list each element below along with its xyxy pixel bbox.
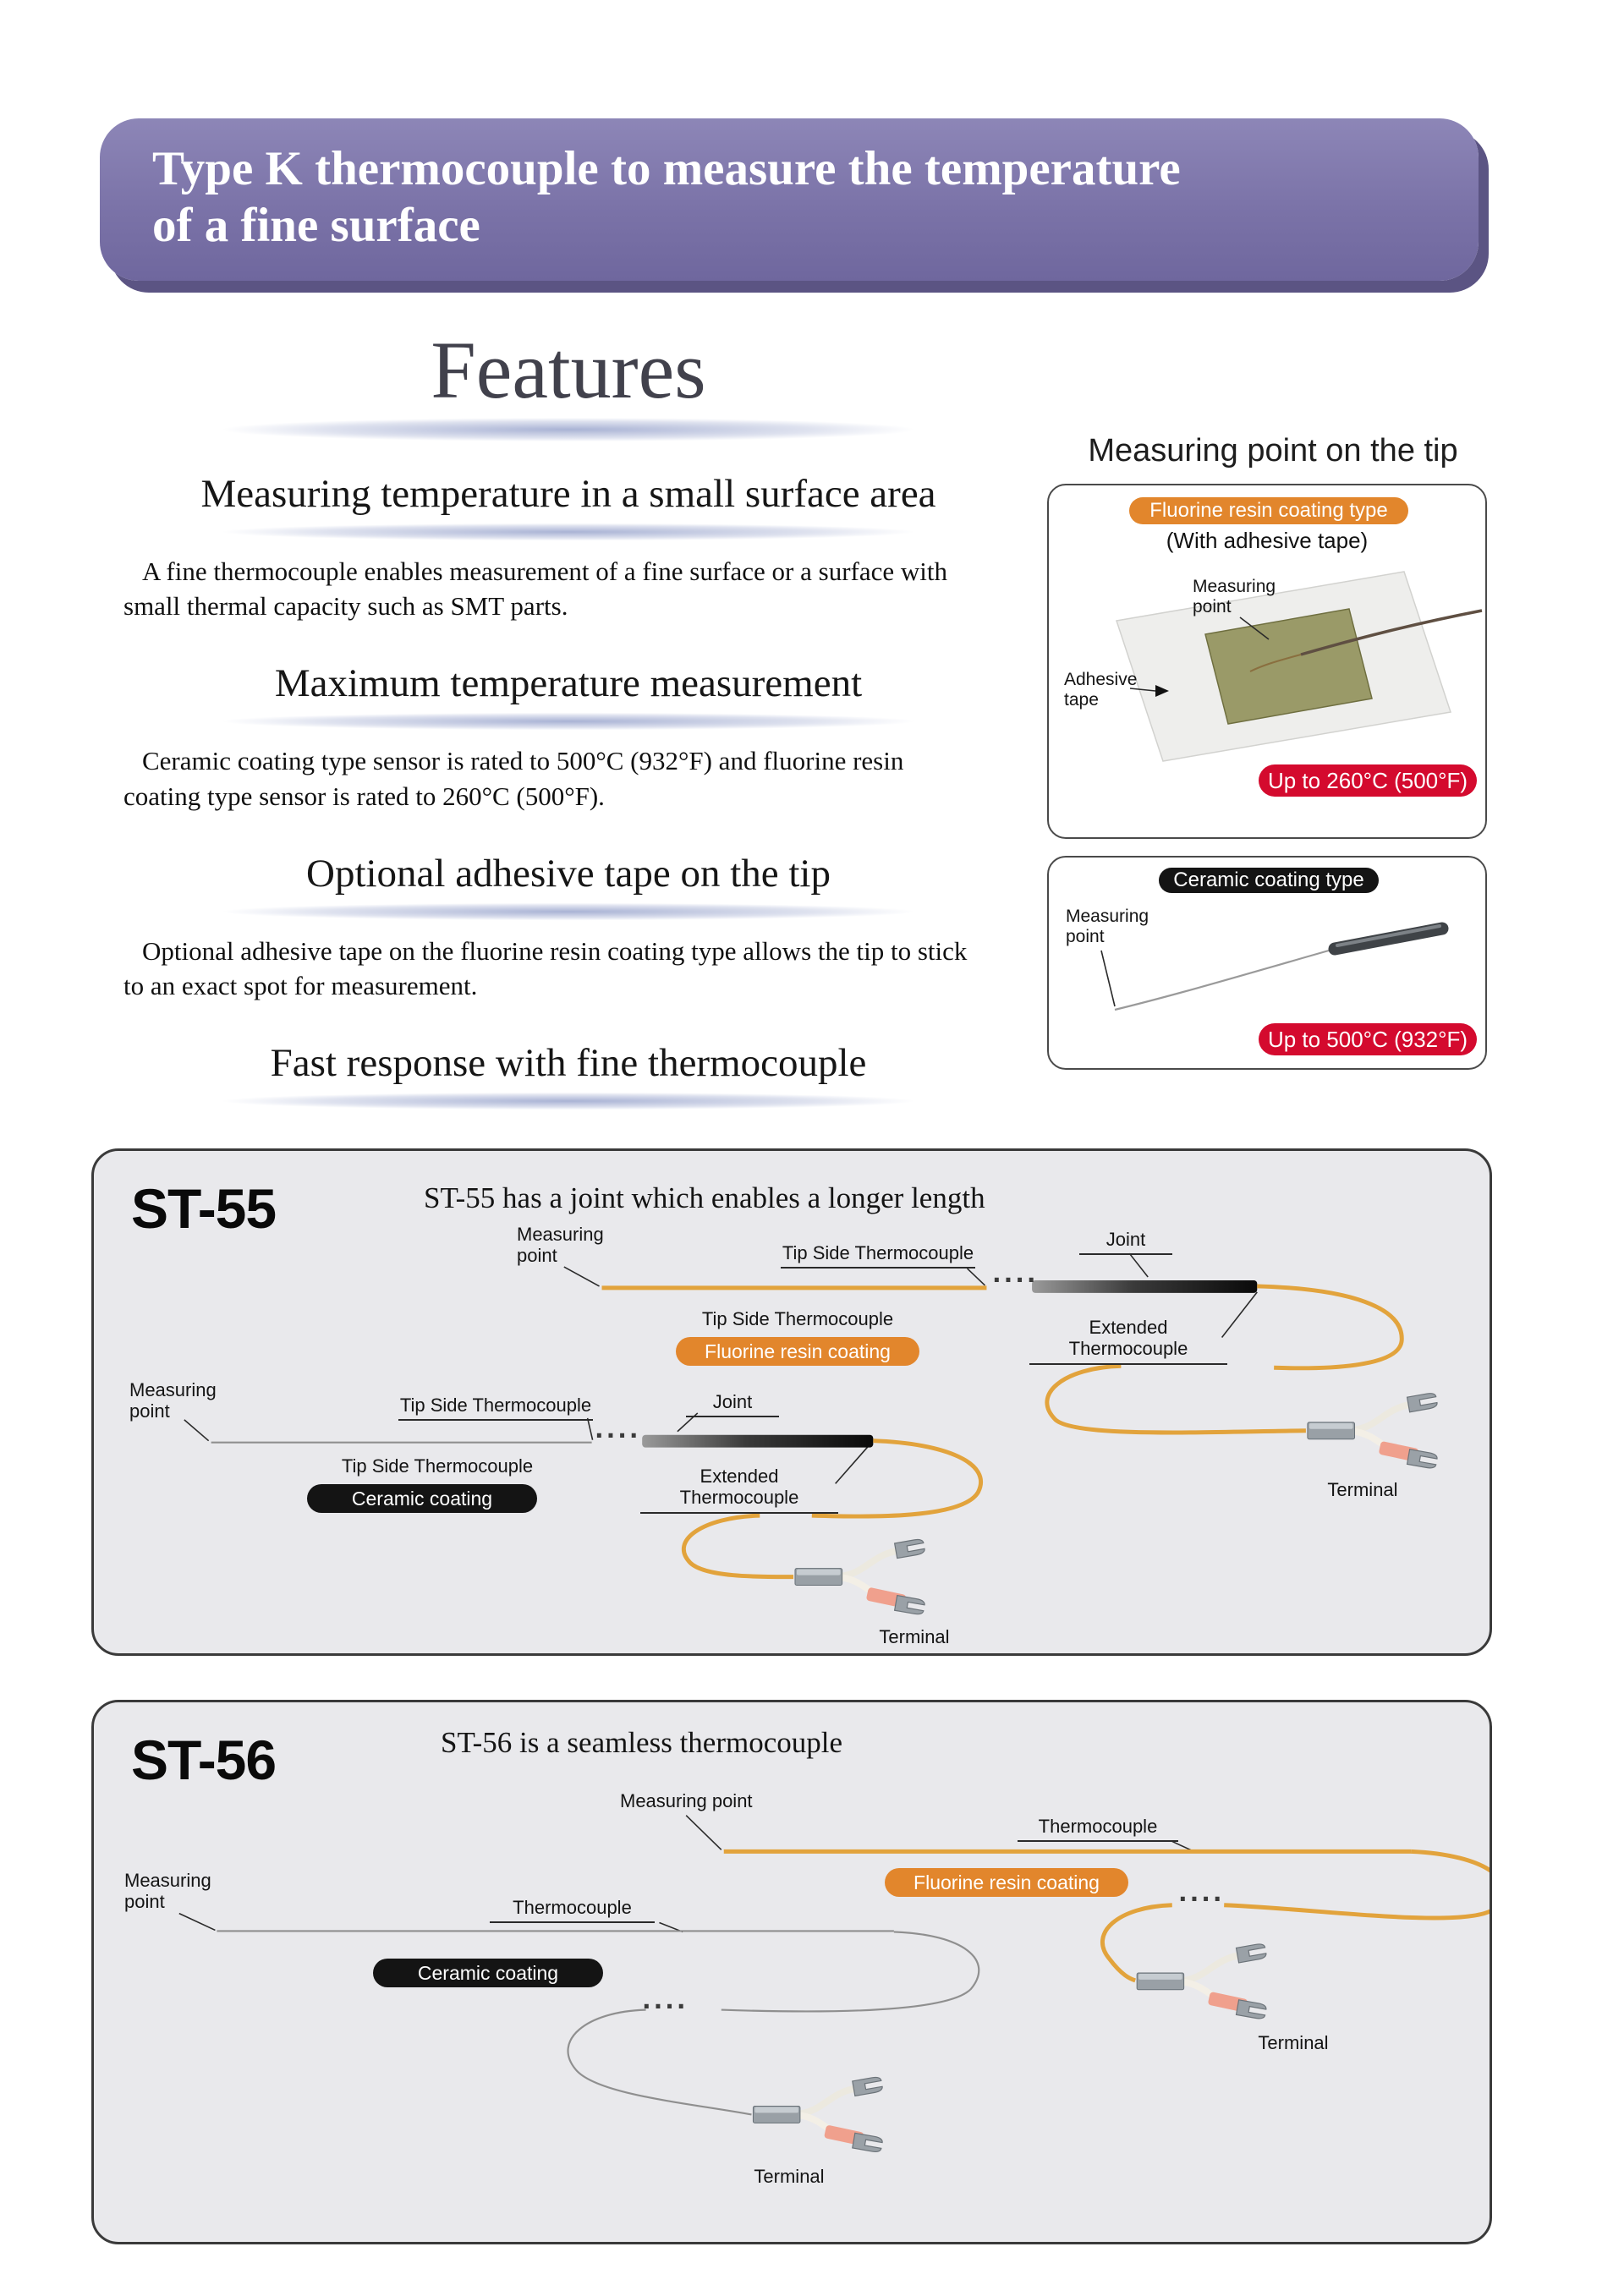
sensor-wire [1300,609,1483,656]
terminal-graphic [1137,1943,1267,2020]
measuring-point-pointer-line [1100,950,1116,1007]
tip-side-thermocouple-label: Tip Side Thermocouple [398,1395,593,1422]
adhesive-tape-pointer-line [1129,688,1156,692]
section-title-adhesive-tape: Optional adhesive tape on the tip [306,851,831,896]
swoosh-underline [100,710,1037,734]
tip-side-thermocouple-label: Tip Side Thermocouple [701,1308,894,1329]
st55-diagram [184,1252,1490,1653]
swoosh-underline [100,899,1037,923]
measuring-point-label: Measuring point [1193,577,1276,616]
measuring-point-label: Measuring point [129,1379,217,1422]
st56-description: ST-56 is a seamless thermocouple [441,1726,843,1759]
continuation-dots: ···· [1178,1885,1225,1913]
thermocouple-fine-wire [721,1931,980,2013]
continuation-dots: ···· [992,1266,1039,1294]
measuring-point-pointer-line [1239,616,1270,640]
adhesive-tape-label: Adhesive tape [1064,670,1138,710]
swoosh-underline [100,519,1037,544]
section-body-small-surface: A fine thermocouple enables measurement … [123,556,947,622]
fluorine-type-pill: Fluorine resin coating type [1129,497,1408,524]
kapton-tape [1204,608,1373,725]
extended-wire [1257,1284,1404,1371]
probe-graphic [1100,922,1449,1011]
swoosh-underline [100,1089,1037,1114]
terminal-graphic [753,2076,883,2153]
st56-model-title: ST-56 [131,1729,277,1791]
section-body-adhesive-tape: Optional adhesive tape on the fluorine r… [123,935,968,1001]
banner-title-line1: Type K thermocouple to measure the tempe… [152,142,1181,195]
measuring-point-label: Measuring point [124,1870,211,1913]
temp-rating-badge: Up to 500°C (932°F) [1259,1023,1477,1055]
st55-model-title: ST-55 [131,1177,277,1240]
fluorine-coating-pill: Fluorine resin coating [885,1868,1128,1897]
probe-rod [1328,922,1449,956]
thermocouple-wire [1100,1903,1172,1983]
fluorine-coating-pill: Fluorine resin coating [676,1337,919,1366]
swoosh-underline [100,413,1037,446]
ceramic-coating-pill: Ceramic coating [307,1484,537,1513]
section-title-small-surface: Measuring temperature in a small surface… [200,471,936,516]
joint-label: Joint [1079,1229,1172,1256]
tape-graphic [1116,571,1483,762]
measuring-point-label: Measuring point [1066,907,1149,946]
extended-wire [1045,1363,1306,1435]
tip-side-thermocouple-label: Tip Side Thermocouple [781,1242,975,1269]
ceramic-coating-pill: Ceramic coating [373,1959,603,1987]
joint-bar [1032,1280,1258,1293]
ceramic-coating-box: Ceramic coating type Measuring point Up … [1047,856,1487,1070]
top-banner: Type K thermocouple to measure the tempe… [100,118,1479,281]
thermocouple-label: Thermocouple [1018,1816,1178,1843]
fine-wire [1114,947,1336,1011]
tip-side-thermocouple-label: Tip Side Thermocouple [341,1455,534,1477]
terminal-label: Terminal [879,1626,950,1647]
terminal-graphic [1308,1392,1438,1469]
banner-title-line2: of a fine surface [152,199,480,253]
features-heading: Features [431,325,706,415]
arrow-right-icon [1155,685,1169,697]
section-title-max-temperature: Maximum temperature measurement [274,661,863,706]
thermocouple-wire [1224,1849,1490,1921]
extended-thermocouple-label: Extended Thermocouple [1029,1317,1227,1365]
terminal-label: Terminal [1327,1479,1398,1500]
probe-rod-highlight [1336,924,1441,947]
continuation-dots: ···· [595,1422,641,1449]
terminal-label: Terminal [1258,2032,1329,2053]
thermocouple-label: Thermocouple [490,1897,655,1924]
st56-diagram [178,1815,1490,2242]
tip-panel-heading: Measuring point on the tip [1088,433,1458,469]
terminal-graphic [795,1538,925,1615]
section-title-fast-response: Fast response with fine thermocouple [270,1041,867,1086]
sensor-tip-wire [1249,654,1302,672]
fluorine-coating-box: Fluorine resin coating type (With adhesi… [1047,484,1487,839]
extended-wire [811,1438,983,1519]
extended-wire [682,1513,793,1580]
continuation-dots: ···· [642,1992,689,2020]
thermocouple-fine-wire [567,2008,752,2116]
features-column: Features Measuring temperature in a smal… [91,311,1045,1114]
temp-rating-badge: Up to 260°C (500°F) [1259,764,1477,797]
extended-thermocouple-label: Extended Thermocouple [640,1466,838,1514]
st56-panel: ST-56 ST-56 is a seamless thermocouple M… [91,1700,1492,2244]
joint-label: Joint [686,1391,779,1418]
joint-bar [642,1434,874,1448]
st55-description: ST-55 has a joint which enables a longer… [424,1181,985,1214]
adhesive-tape-subtitle: (With adhesive tape) [1166,528,1369,553]
ceramic-type-pill: Ceramic coating type [1159,868,1379,893]
terminal-label: Terminal [754,2166,825,2187]
measuring-point-label: Measuring point [620,1790,753,1811]
measuring-point-label: Measuring point [517,1224,604,1267]
section-body-max-temperature: Ceramic coating type sensor is rated to … [123,746,904,811]
st55-panel: ST-55 ST-55 has a joint which enables a … [91,1148,1492,1656]
